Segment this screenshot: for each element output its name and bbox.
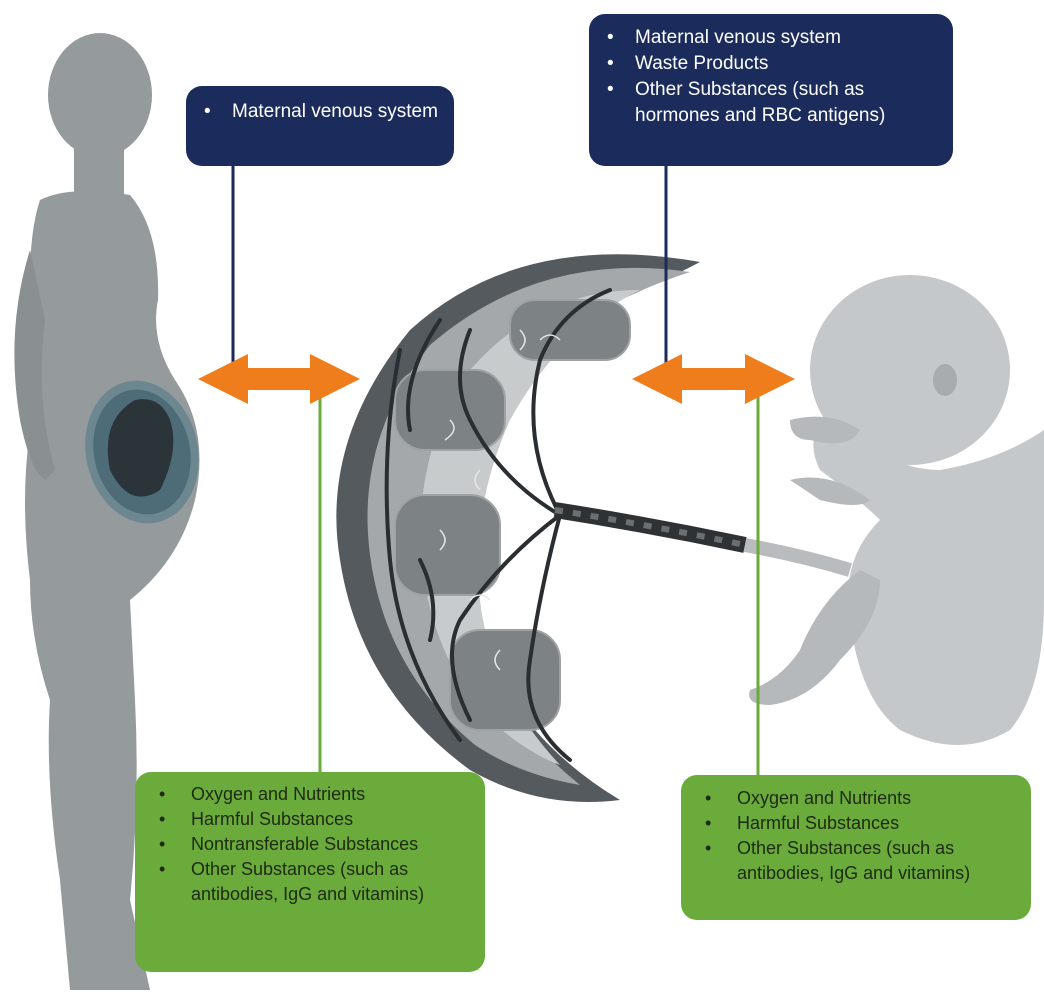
bullet-list: Maternal venous system Waste Products Ot… bbox=[589, 25, 953, 129]
list-item: Other Substances (such as antibodies, Ig… bbox=[681, 836, 1031, 886]
list-item: Oxygen and Nutrients bbox=[681, 786, 1031, 811]
list-item: Waste Products bbox=[589, 51, 953, 77]
bullet-list: Maternal venous system bbox=[186, 100, 454, 124]
transfer-box-right: Oxygen and Nutrients Harmful Substances … bbox=[681, 775, 1031, 920]
list-item: Nontransferable Substances bbox=[135, 832, 485, 857]
fetus-illustration bbox=[749, 275, 1044, 745]
list-item: Harmful Substances bbox=[135, 807, 485, 832]
transfer-box-left: Oxygen and Nutrients Harmful Substances … bbox=[135, 772, 485, 972]
list-item: Maternal venous system bbox=[589, 25, 953, 51]
maternal-venous-box-left: Maternal venous system bbox=[186, 86, 454, 166]
bullet-list: Oxygen and Nutrients Harmful Substances … bbox=[135, 782, 485, 907]
maternal-venous-box-right: Maternal venous system Waste Products Ot… bbox=[589, 14, 953, 166]
bullet-list: Oxygen and Nutrients Harmful Substances … bbox=[681, 786, 1031, 886]
placenta-illustration bbox=[336, 254, 850, 802]
list-item: Oxygen and Nutrients bbox=[135, 782, 485, 807]
list-item: Other Substances (such as hormones and R… bbox=[589, 77, 953, 129]
double-arrow-icon bbox=[198, 354, 360, 404]
list-item: Other Substances (such as antibodies, Ig… bbox=[135, 857, 485, 907]
double-arrow-icon bbox=[632, 354, 795, 404]
list-item: Maternal venous system bbox=[186, 100, 454, 124]
list-item: Harmful Substances bbox=[681, 811, 1031, 836]
